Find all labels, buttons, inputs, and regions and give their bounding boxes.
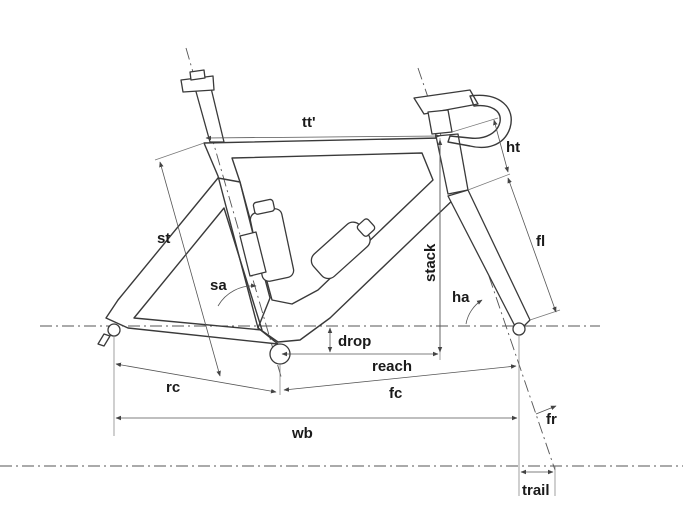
label-fc: fc: [389, 385, 402, 402]
dim-rc: [115, 362, 277, 394]
label-fr: fr: [546, 411, 557, 428]
dim-fr: [535, 405, 557, 415]
label-stack: stack: [422, 243, 439, 282]
derailleur-hanger: [97, 333, 111, 347]
dim-st: [159, 161, 221, 377]
label-ha: ha: [452, 289, 470, 306]
rear-triangle: [105, 177, 279, 345]
seat-clamp-bolt: [189, 69, 206, 81]
bottle-cage: [239, 231, 267, 277]
arc-ha: [465, 299, 483, 325]
seat-tube-axis: [185, 47, 283, 381]
arc-sa: [217, 283, 257, 307]
label-trail: trail: [522, 482, 550, 499]
label-rc: rc: [166, 379, 180, 396]
fork: [447, 189, 531, 333]
extension-lines: [113, 117, 561, 496]
label-wb: wb: [291, 425, 313, 442]
dim-fc: [283, 364, 517, 392]
stem: [413, 89, 479, 115]
rear-dropout: [107, 323, 121, 337]
seatpost: [194, 87, 225, 143]
bottle-down-tube: [310, 218, 376, 280]
label-fl: fl: [536, 233, 545, 250]
handlebar-drop: [447, 94, 512, 149]
label-reach: reach: [372, 358, 412, 375]
dim-tt: [205, 133, 441, 141]
label-st: st: [157, 230, 170, 247]
dimension-labels: tt' ht st fl stack sa ha drop reach rc f…: [157, 114, 557, 499]
rear-triangle-window: [133, 207, 263, 331]
dimension-lines: [115, 119, 557, 475]
label-tt: tt': [302, 114, 316, 131]
headset-spacers: [427, 109, 453, 135]
dim-ht: [493, 119, 509, 173]
label-drop: drop: [338, 333, 371, 350]
label-ht: ht: [506, 139, 520, 156]
front-dropout: [512, 322, 526, 336]
dim-fl: [507, 177, 557, 313]
label-sa: sa: [210, 277, 227, 294]
